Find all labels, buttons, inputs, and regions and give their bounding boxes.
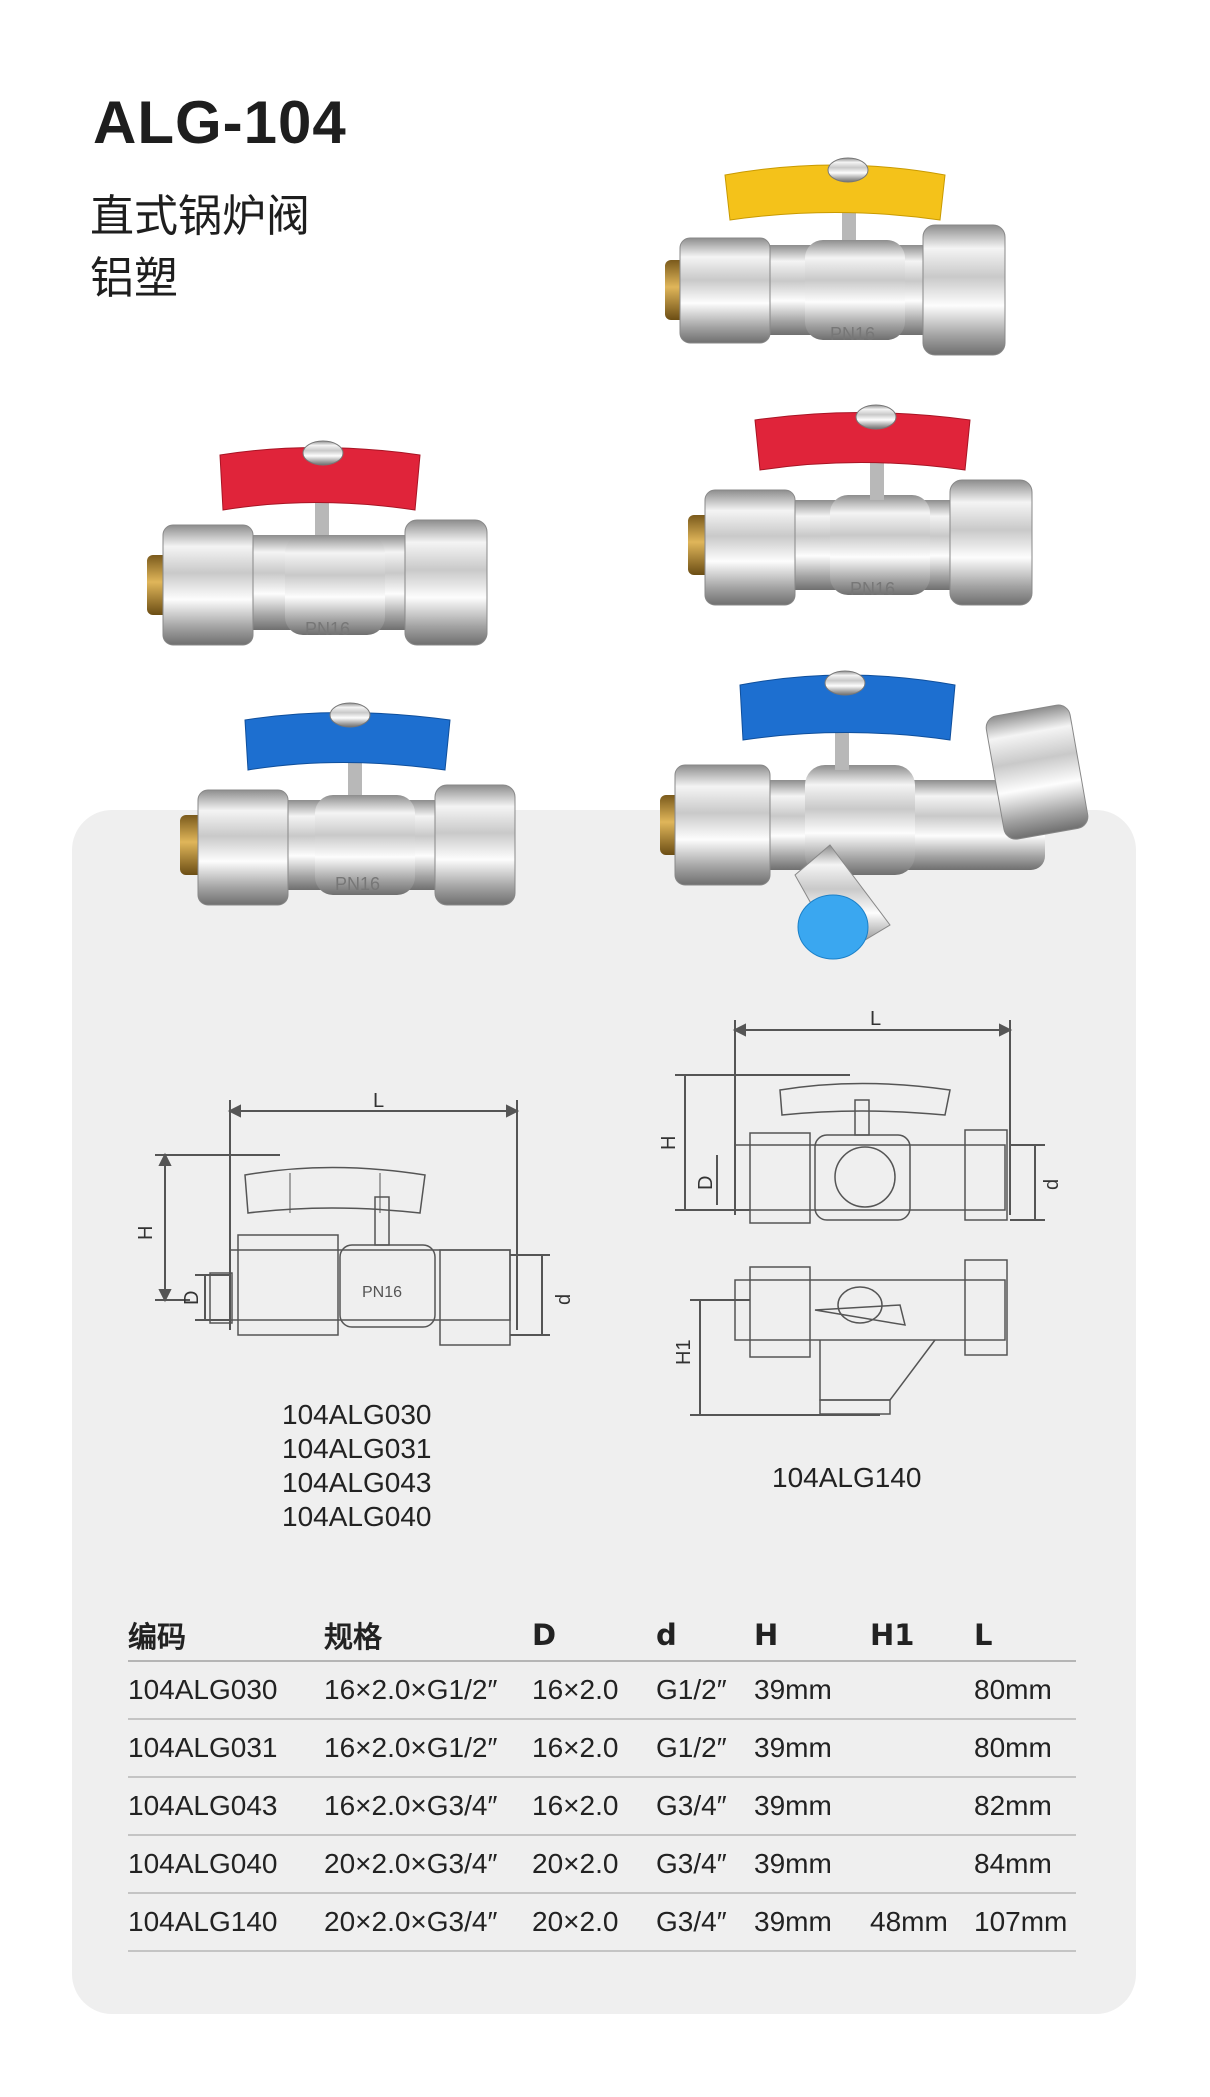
spec-table-header-row: 编码 规格 D d H H1 L: [128, 1610, 1076, 1662]
cell-d: G1/2″: [656, 1661, 754, 1720]
cell-d: G1/2″: [656, 1719, 754, 1778]
cell-d: G3/4″: [656, 1835, 754, 1894]
cell-H: 39mm: [754, 1777, 870, 1836]
cell-L: 107mm: [974, 1893, 1076, 1952]
valve-filter-blue-handle-image: [660, 670, 1089, 960]
spec-table: 编码 规格 D d H H1 L 104ALG030 16×2.0×G1/2″ …: [128, 1610, 1076, 1952]
valve-red-handle-left-image: PN16: [147, 440, 488, 646]
table-row: 104ALG030 16×2.0×G1/2″ 16×2.0 G1/2″ 39mm…: [128, 1661, 1076, 1720]
filter-valve-drawing: L H D d H1: [660, 1008, 1060, 1416]
product-model-title: ALG-104: [93, 89, 347, 156]
straight-dim-D-label: D: [181, 1291, 203, 1305]
straight-drawing-badge: PN16: [362, 1284, 402, 1301]
straight-dim-L-label: L: [373, 1090, 384, 1112]
cell-L: 80mm: [974, 1661, 1076, 1720]
straight-model-1: 104ALG030: [282, 1399, 432, 1430]
valve-yellow-badge: PN16: [830, 324, 875, 344]
cell-H: 39mm: [754, 1893, 870, 1952]
straight-dim-d-label: d: [553, 1294, 575, 1305]
header-code: 编码: [128, 1610, 324, 1662]
straight-valve-drawing: L H D d PN16: [135, 1090, 575, 1346]
cell-L: 80mm: [974, 1719, 1076, 1778]
cell-d: G3/4″: [656, 1893, 754, 1952]
cell-L: 82mm: [974, 1777, 1076, 1836]
filter-dim-H-label: H: [660, 1136, 680, 1150]
cell-spec: 20×2.0×G3/4″: [324, 1893, 532, 1952]
straight-dim-H-label: H: [135, 1226, 157, 1240]
header-L: L: [974, 1610, 1076, 1662]
straight-model-3: 104ALG043: [282, 1467, 432, 1498]
header-H1: H1: [870, 1610, 974, 1662]
cell-spec: 20×2.0×G3/4″: [324, 1835, 532, 1894]
header-d: d: [656, 1610, 754, 1662]
straight-valve-models: 104ALG030 104ALG031 104ALG043 104ALG040: [282, 1398, 431, 1534]
cell-D: 20×2.0: [532, 1893, 656, 1952]
cell-H1: 48mm: [870, 1893, 974, 1952]
cell-code: 104ALG043: [128, 1777, 324, 1836]
table-row: 104ALG040 20×2.0×G3/4″ 20×2.0 G3/4″ 39mm…: [128, 1835, 1076, 1894]
cell-D: 16×2.0: [532, 1777, 656, 1836]
cell-D: 16×2.0: [532, 1719, 656, 1778]
valve-red-handle-right-image: PN16: [688, 404, 1033, 606]
header-spec: 规格: [324, 1610, 532, 1662]
table-row: 104ALG140 20×2.0×G3/4″ 20×2.0 G3/4″ 39mm…: [128, 1893, 1076, 1952]
cell-code: 104ALG040: [128, 1835, 324, 1894]
product-material: 铝塑: [90, 253, 178, 304]
filter-valve-model: 104ALG140: [772, 1462, 922, 1493]
valve-yellow-handle-image: PN16: [665, 157, 1006, 356]
cell-H1: [870, 1719, 974, 1778]
cell-code: 104ALG031: [128, 1719, 324, 1778]
cell-spec: 16×2.0×G1/2″: [324, 1661, 532, 1720]
cell-D: 20×2.0: [532, 1835, 656, 1894]
cell-H1: [870, 1661, 974, 1720]
cell-spec: 16×2.0×G1/2″: [324, 1719, 532, 1778]
filter-dim-L-label: L: [870, 1008, 881, 1030]
cell-code: 104ALG030: [128, 1661, 324, 1720]
filter-dim-H1-label: H1: [673, 1339, 695, 1365]
product-subtitle: 直式锅炉阀 铝塑: [90, 186, 310, 310]
cell-H: 39mm: [754, 1719, 870, 1778]
cell-H: 39mm: [754, 1835, 870, 1894]
cell-D: 16×2.0: [532, 1661, 656, 1720]
valve-blue-badge: PN16: [335, 874, 380, 894]
header-D: D: [532, 1610, 656, 1662]
valve-red-right-badge: PN16: [850, 579, 895, 599]
table-row: 104ALG043 16×2.0×G3/4″ 16×2.0 G3/4″ 39mm…: [128, 1777, 1076, 1836]
valve-red-left-badge: PN16: [305, 619, 350, 639]
header-H: H: [754, 1610, 870, 1662]
straight-model-2: 104ALG031: [282, 1433, 432, 1464]
product-name: 直式锅炉阀: [90, 191, 310, 242]
table-row: 104ALG031 16×2.0×G1/2″ 16×2.0 G1/2″ 39mm…: [128, 1719, 1076, 1778]
straight-model-4: 104ALG040: [282, 1501, 432, 1532]
filter-dim-d-label: d: [1041, 1179, 1060, 1190]
filter-dim-D-label: D: [695, 1176, 717, 1190]
cell-H1: [870, 1835, 974, 1894]
cell-spec: 16×2.0×G3/4″: [324, 1777, 532, 1836]
cell-d: G3/4″: [656, 1777, 754, 1836]
cell-code: 104ALG140: [128, 1893, 324, 1952]
valve-blue-handle-image: PN16: [180, 702, 516, 906]
cell-H1: [870, 1777, 974, 1836]
cell-L: 84mm: [974, 1835, 1076, 1894]
cell-H: 39mm: [754, 1661, 870, 1720]
